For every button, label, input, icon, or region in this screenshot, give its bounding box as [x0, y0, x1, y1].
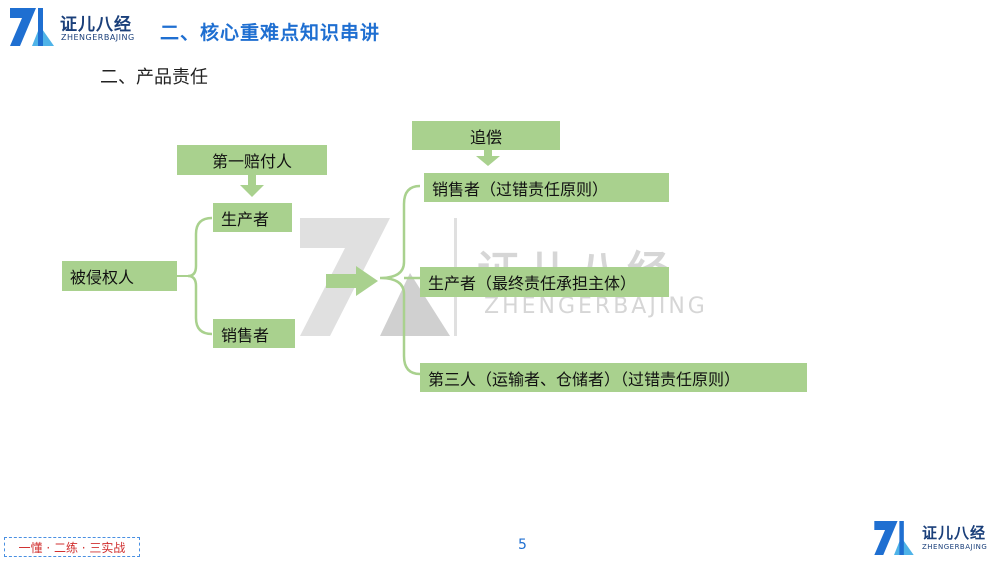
section-title: 二、核心重难点知识串讲	[160, 22, 381, 44]
down-arrow-icon	[476, 150, 500, 166]
recourse-label: 追偿	[412, 121, 560, 150]
header-brand-name: 证儿八经	[60, 15, 132, 35]
left-node-seller: 销售者	[213, 319, 295, 348]
right-node-producer: 生产者（最终责任承担主体）	[420, 267, 669, 297]
victim-node: 被侵权人	[62, 261, 177, 291]
zk-logo-icon	[874, 521, 914, 555]
page-number: 5	[518, 537, 527, 553]
watermark-en: ZHENGERBAJING	[484, 294, 708, 319]
footer-brand-name: 证儿八经	[922, 524, 987, 542]
left-brace-icon	[187, 216, 213, 336]
right-node-seller: 销售者（过错责任原则）	[424, 173, 669, 202]
left-node-producer: 生产者	[213, 203, 292, 232]
slogan-badge: 一懂 · 二练 · 三实战	[4, 537, 140, 557]
header-brand-en: ZHENGERBAJING	[61, 33, 135, 42]
down-arrow-icon	[240, 175, 264, 197]
first-payer-label: 第一赔付人	[177, 145, 327, 175]
right-brace-icon	[380, 184, 421, 376]
bracket-stem	[177, 275, 193, 277]
page-subtitle: 二、产品责任	[100, 67, 208, 88]
right-node-third-party: 第三人（运输者、仓储者）（过错责任原则）	[420, 363, 807, 392]
footer-brand-en: ZHENGERBAJING	[922, 543, 988, 551]
zk-logo-icon	[10, 8, 54, 46]
right-arrow-icon	[326, 266, 378, 296]
